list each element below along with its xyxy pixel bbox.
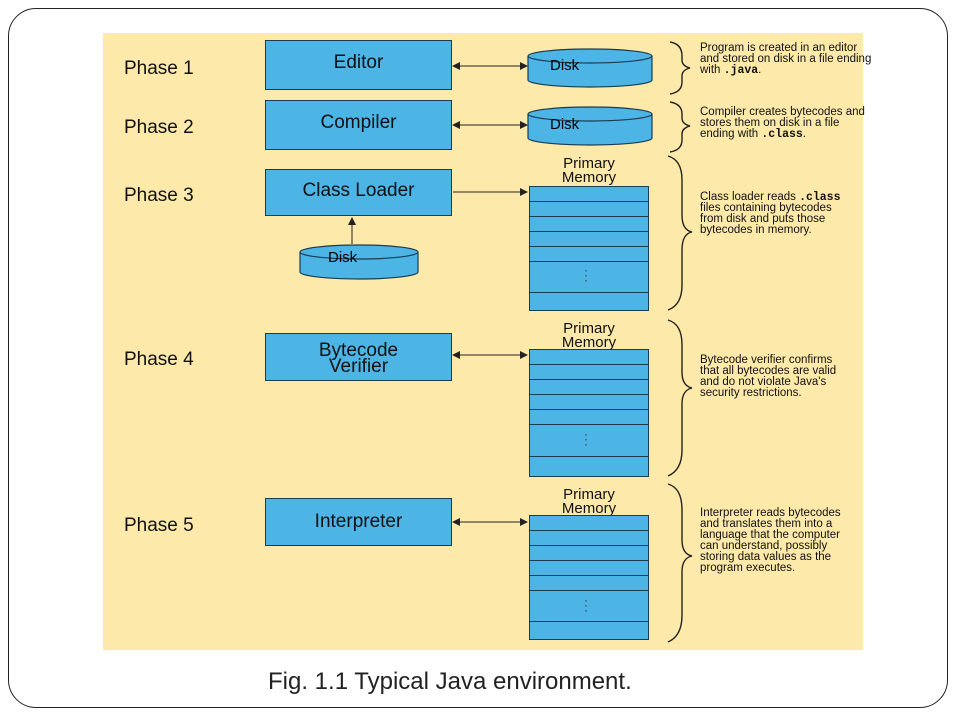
- disk-1-label: Disk: [550, 57, 580, 74]
- disk-2-icon: [527, 106, 653, 146]
- editor-label: Editor: [333, 52, 384, 73]
- note-phase-5: Interpreter reads bytecodes and translat…: [700, 507, 841, 574]
- disk-3-icon: [299, 244, 419, 280]
- brace-phase-3: [667, 155, 693, 311]
- compiler-box: Compiler: [265, 100, 452, 150]
- note-phase-1: Program is created in an editor and stor…: [700, 42, 872, 77]
- class-loader-box: Class Loader: [265, 169, 452, 216]
- note-phase-3: Class loader reads .class files containi…: [700, 191, 841, 236]
- note-phase-2: Compiler creates bytecodes and stores th…: [700, 106, 865, 141]
- phase-4-label: Phase 4: [124, 349, 194, 370]
- phase-5-label: Phase 5: [124, 515, 194, 536]
- diagram-panel: [103, 33, 863, 650]
- phase-1-label: Phase 1: [124, 58, 194, 79]
- compiler-label: Compiler: [320, 112, 397, 133]
- memory-2-title: Primary Memory: [561, 320, 617, 351]
- memory-3-title: Primary Memory: [561, 486, 617, 517]
- bytecode-verifier-label: Bytecode Verifier: [318, 340, 399, 377]
- brace-phase-4: [667, 319, 693, 477]
- editor-box: Editor: [265, 40, 452, 90]
- memory-1-title: Primary Memory: [561, 155, 617, 186]
- disk-2-label: Disk: [550, 116, 580, 133]
- memory-2-ellipsis: ···: [584, 427, 588, 451]
- interpreter-label: Interpreter: [314, 511, 403, 532]
- class-loader-label: Class Loader: [302, 180, 415, 201]
- phase-2-label: Phase 2: [124, 117, 194, 138]
- bytecode-verifier-box: Bytecode Verifier: [265, 333, 452, 381]
- memory-3-ellipsis: ···: [584, 593, 588, 617]
- brace-phase-5: [667, 483, 693, 643]
- disk-3-label: Disk: [328, 249, 358, 266]
- brace-phase-2: [669, 101, 691, 153]
- memory-1-ellipsis: ···: [584, 263, 588, 287]
- note-phase-4: Bytecode verifier confirms that all byte…: [700, 354, 837, 399]
- phase-3-label: Phase 3: [124, 185, 194, 206]
- figure-caption: Fig. 1.1 Typical Java environment.: [268, 668, 632, 695]
- memory-2-stack: [529, 349, 649, 477]
- disk-1-icon: [527, 48, 653, 88]
- memory-1-stack: [529, 186, 649, 311]
- memory-3-stack: [529, 515, 649, 640]
- brace-phase-1: [669, 41, 691, 95]
- interpreter-box: Interpreter: [265, 498, 452, 546]
